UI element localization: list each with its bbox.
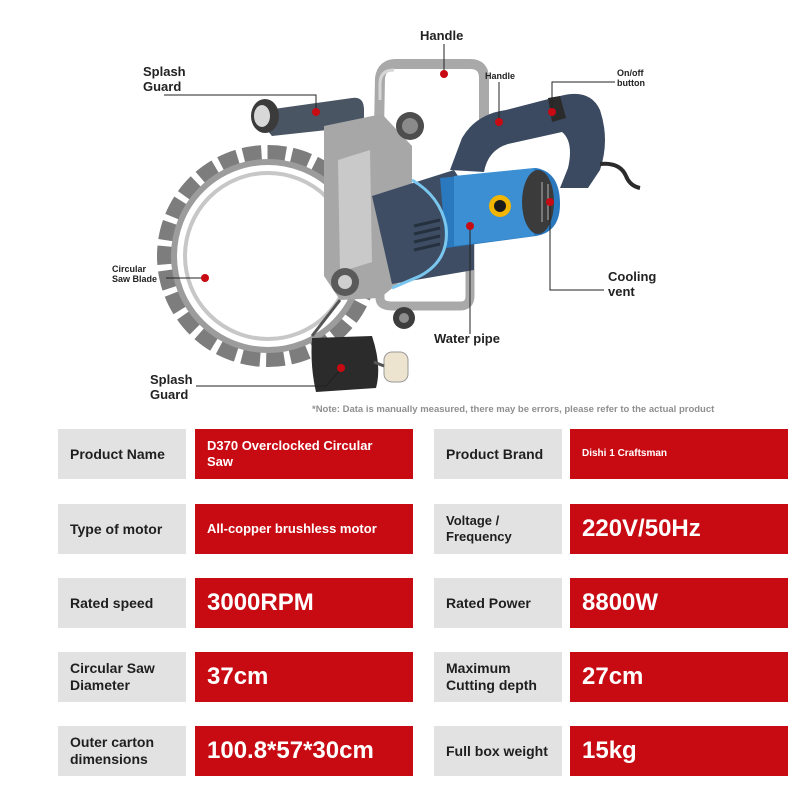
spec-label: Circular Saw Diameter (58, 652, 186, 702)
callout-handle-top: Handle (420, 28, 464, 43)
spec-label: Product Name (58, 429, 186, 479)
spec-label: Product Brand (434, 429, 562, 479)
spec-value: 15kg (570, 726, 788, 776)
measurement-note: *Note: Data is manually measured, there … (312, 404, 715, 415)
callout-splash-guard-top: Splash Guard (143, 64, 186, 94)
spec-label: Rated Power (434, 578, 562, 628)
callout-on-off-button: On/off button (617, 68, 645, 89)
spec-label: Rated speed (58, 578, 186, 628)
circular-saw-image (157, 44, 641, 392)
spec-value: All-copper brushless motor (195, 504, 413, 554)
spec-value: 220V/50Hz (570, 504, 788, 554)
spec-value: 8800W (570, 578, 788, 628)
spec-value: D370 Overclocked Circular Saw (195, 429, 413, 479)
spec-label: Voltage / Frequency (434, 504, 562, 554)
callout-circular-saw-blade: Circular Saw Blade (112, 264, 158, 285)
callout-splash-guard-bottom: Splash Guard (150, 372, 193, 402)
spec-label: Full box weight (434, 726, 562, 776)
callout-handle-small: Handle (485, 71, 516, 81)
spec-value: 100.8*57*30cm (195, 726, 413, 776)
spec-value: Dishi 1 Craftsman (570, 429, 788, 479)
callout-water-pipe: Water pipe (434, 331, 500, 346)
spec-label: Type of motor (58, 504, 186, 554)
spec-value: 37cm (195, 652, 413, 702)
spec-value: 27cm (570, 652, 788, 702)
spec-value: 3000RPM (195, 578, 413, 628)
product-illustration: Handle Splash Guard Handle On/off button… (112, 28, 657, 402)
callout-cooling-vent: Cooling vent (608, 269, 657, 299)
spec-label: Maximum Cutting depth (434, 652, 562, 702)
spec-label: Outer carton dimensions (58, 726, 186, 776)
